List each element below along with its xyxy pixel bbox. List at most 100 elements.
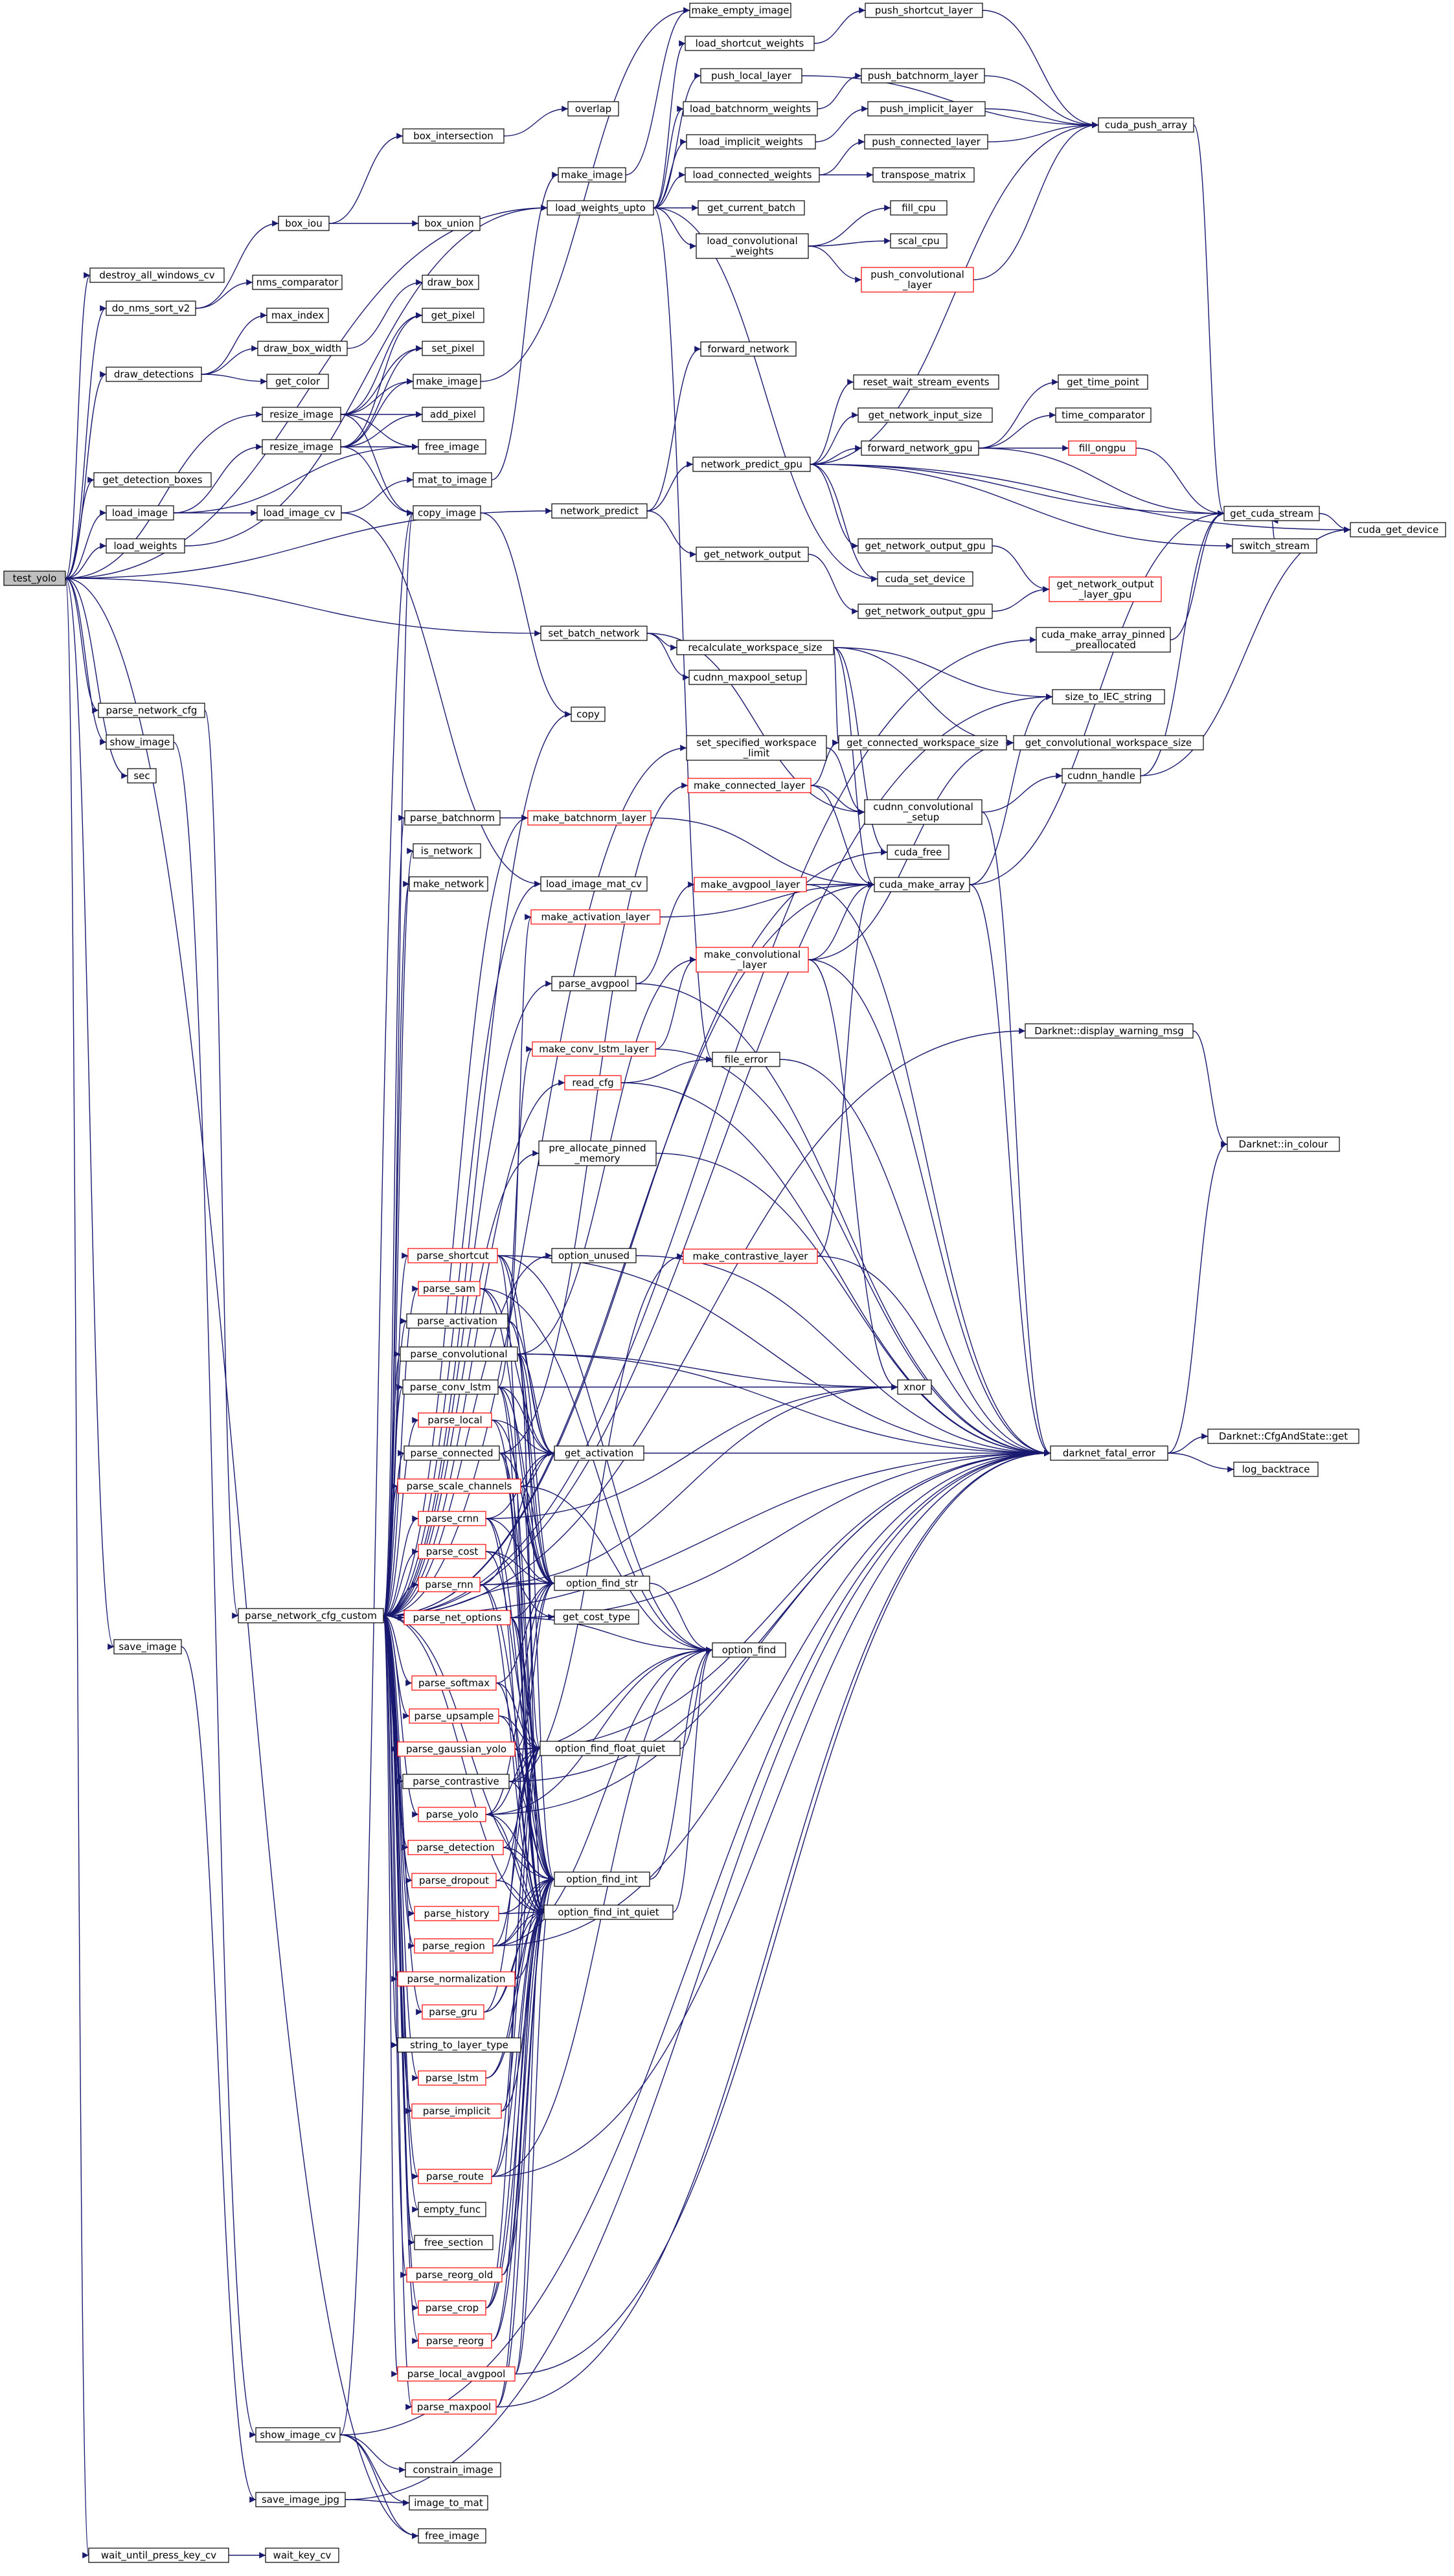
node-option-find-int-quiet[interactable]: option_find_int_quiet (543, 1904, 674, 1920)
node-cuda-set-device[interactable]: cuda_set_device (877, 571, 973, 587)
node-cuda-push-array[interactable]: cuda_push_array (1098, 117, 1194, 133)
node-get-cost-type[interactable]: get_cost_type (554, 1609, 639, 1625)
node-parse-gru[interactable]: parse_gru (422, 2004, 484, 2020)
node-get-network-output-layer-gpu[interactable]: get_network_output_layer_gpu (1049, 576, 1162, 602)
node-make-network[interactable]: make_network (409, 876, 488, 892)
node-parse-network-cfg-custom[interactable]: parse_network_cfg_custom (238, 1608, 384, 1623)
node-load-image[interactable]: load_image (106, 505, 174, 521)
node-cuda-get-device[interactable]: cuda_get_device (1350, 522, 1446, 537)
node-load-image-mat-cv[interactable]: load_image_mat_cv (540, 876, 648, 892)
node-parse-implicit[interactable]: parse_implicit (411, 2103, 502, 2119)
node-save-image-jpg[interactable]: save_image_jpg (255, 2492, 346, 2507)
node-make-activation-layer[interactable]: make_activation_layer (530, 909, 661, 925)
node-push-convolutional-layer[interactable]: push_convolutional_layer (861, 267, 974, 293)
node-network-predict-gpu[interactable]: network_predict_gpu (692, 457, 811, 472)
node-cuda-make-array-pinned-preallocated[interactable]: cuda_make_array_pinned_preallocated (1036, 627, 1171, 653)
node-get-network-output[interactable]: get_network_output (696, 547, 809, 562)
node-get-detection-boxes[interactable]: get_detection_boxes (93, 472, 212, 488)
node-mat-to-image[interactable]: mat_to_image (413, 472, 492, 488)
node-cudnn-maxpool-setup[interactable]: cudnn_maxpool_setup (688, 670, 807, 685)
node-parse-route[interactable]: parse_route (418, 2169, 492, 2184)
node-make-image-b[interactable]: make_image (558, 167, 626, 183)
node-draw-detections[interactable]: draw_detections (106, 367, 202, 382)
node-set-pixel[interactable]: set_pixel (422, 341, 484, 356)
node-parse-region[interactable]: parse_region (414, 1938, 494, 1954)
node-parse-crop[interactable]: parse_crop (418, 2300, 486, 2316)
node-parse-local-avgpool[interactable]: parse_local_avgpool (397, 2366, 516, 2382)
node-parse-contrastive[interactable]: parse_contrastive (402, 1774, 510, 1789)
node-xnor[interactable]: xnor (897, 1379, 932, 1395)
node-push-implicit-layer[interactable]: push_implicit_layer (867, 101, 986, 117)
node-make-avgpool-layer[interactable]: make_avgpool_layer (694, 877, 807, 892)
node-nms-comparator[interactable]: nms_comparator (252, 275, 343, 290)
node-draw-box[interactable]: draw_box (422, 275, 479, 290)
node-make-contrastive-layer[interactable]: make_contrastive_layer (683, 1248, 818, 1264)
node-parse-rnn[interactable]: parse_rnn (418, 1577, 481, 1592)
node-recalculate-workspace-size[interactable]: recalculate_workspace_size (676, 640, 834, 655)
node-file-error[interactable]: file_error (712, 1052, 780, 1067)
node-read-cfg[interactable]: read_cfg (564, 1075, 622, 1090)
node-copy[interactable]: copy (571, 706, 606, 722)
node-make-conv-lstm-layer[interactable]: make_conv_lstm_layer (532, 1041, 656, 1057)
node-get-network-input-size[interactable]: get_network_input_size (858, 407, 993, 423)
node-set-specified-workspace-limit[interactable]: set_specified_workspace_limit (686, 735, 827, 761)
node-parse-reorg[interactable]: parse_reorg (418, 2333, 492, 2349)
node-parse-scale-channels[interactable]: parse_scale_channels (397, 1478, 521, 1494)
node-parse-conv-lstm[interactable]: parse_conv_lstm (402, 1379, 499, 1395)
node-is-network[interactable]: is_network (413, 843, 481, 859)
node-option-find-float-quiet[interactable]: option_find_float_quiet (540, 1741, 681, 1756)
node-parse-cost[interactable]: parse_cost (418, 1544, 486, 1559)
node-parse-net-options[interactable]: parse_net_options (403, 1610, 511, 1625)
node-parse-shortcut[interactable]: parse_shortcut (407, 1248, 498, 1263)
node-darknet-cfgandstate-get[interactable]: Darknet::CfgAndState::get (1207, 1429, 1359, 1444)
node-do-nms-sort-v2[interactable]: do_nms_sort_v2 (106, 300, 196, 316)
node-option-find[interactable]: option_find (712, 1642, 786, 1658)
node-load-convolutional-weights[interactable]: load_convolutional_weights (696, 233, 809, 259)
node-copy-image[interactable]: copy_image (413, 505, 481, 521)
node-empty-func[interactable]: empty_func (418, 2202, 486, 2217)
node-show-image[interactable]: show_image (106, 734, 174, 750)
node-transpose-matrix[interactable]: transpose_matrix (872, 167, 975, 183)
node-parse-reorg-old[interactable]: parse_reorg_old (406, 2267, 503, 2283)
node-load-image-cv[interactable]: load_image_cv (256, 505, 342, 521)
node-cudnn-convolutional-setup[interactable]: cudnn_convolutional_setup (864, 799, 983, 825)
node-make-empty-image[interactable]: make_empty_image (689, 3, 791, 18)
node-scal-cpu[interactable]: scal_cpu (890, 233, 948, 249)
node-cuda-make-array[interactable]: cuda_make_array (874, 877, 970, 892)
node-image-to-mat[interactable]: image_to_mat (409, 2495, 488, 2511)
node-parse-avgpool[interactable]: parse_avgpool (551, 976, 637, 991)
node-fill-ongpu[interactable]: fill_ongpu (1068, 440, 1137, 456)
node-parse-normalization[interactable]: parse_normalization (397, 1971, 516, 1987)
node-parse-upsample[interactable]: parse_upsample (409, 1708, 499, 1724)
node-make-connected-layer[interactable]: make_connected_layer (687, 778, 812, 793)
node-get-pixel[interactable]: get_pixel (422, 308, 484, 323)
node-load-weights-upto[interactable]: load_weights_upto (547, 200, 654, 216)
node-switch-stream[interactable]: switch_stream (1232, 538, 1317, 554)
node-parse-yolo[interactable]: parse_yolo (418, 1807, 486, 1822)
node-network-predict[interactable]: network_predict (551, 503, 648, 519)
node-box-intersection[interactable]: box_intersection (402, 128, 505, 144)
node-fill-cpu[interactable]: fill_cpu (890, 200, 948, 216)
node-parse-maxpool[interactable]: parse_maxpool (411, 2399, 497, 2415)
node-overlap[interactable]: overlap (567, 101, 619, 117)
node-parse-dropout[interactable]: parse_dropout (411, 1873, 497, 1888)
node-parse-crnn[interactable]: parse_crnn (418, 1511, 486, 1526)
node-darknet-display-warning-msg[interactable]: Darknet::display_warning_msg (1025, 1023, 1194, 1039)
node-cudnn-handle[interactable]: cudnn_handle (1062, 768, 1141, 784)
node-load-implicit-weights[interactable]: load_implicit_weights (686, 134, 816, 150)
node-parse-lstm[interactable]: parse_lstm (418, 2070, 486, 2086)
node-set-batch-network[interactable]: set_batch_network (540, 626, 648, 641)
node-forward-network-gpu[interactable]: forward_network_gpu (861, 440, 979, 456)
node-load-weights[interactable]: load_weights (106, 538, 185, 554)
node-parse-convolutional[interactable]: parse_convolutional (400, 1346, 518, 1362)
node-parse-connected[interactable]: parse_connected (403, 1445, 500, 1461)
node-get-network-output-gpu[interactable]: get_network_output_gpu (858, 538, 993, 554)
node-resize-image-1[interactable]: resize_image (262, 407, 341, 422)
node-push-connected-layer[interactable]: push_connected_layer (864, 134, 988, 150)
node-free-section[interactable]: free_section (414, 2235, 494, 2250)
node-option-find-str[interactable]: option_find_str (554, 1576, 650, 1591)
node-test-yolo[interactable]: test_yolo (3, 571, 66, 586)
node-parse-batchnorm[interactable]: parse_batchnorm (404, 810, 501, 826)
node-get-convolutional-workspace-size[interactable]: get_convolutional_workspace_size (1013, 735, 1204, 751)
node-box-union[interactable]: box_union (418, 216, 481, 231)
